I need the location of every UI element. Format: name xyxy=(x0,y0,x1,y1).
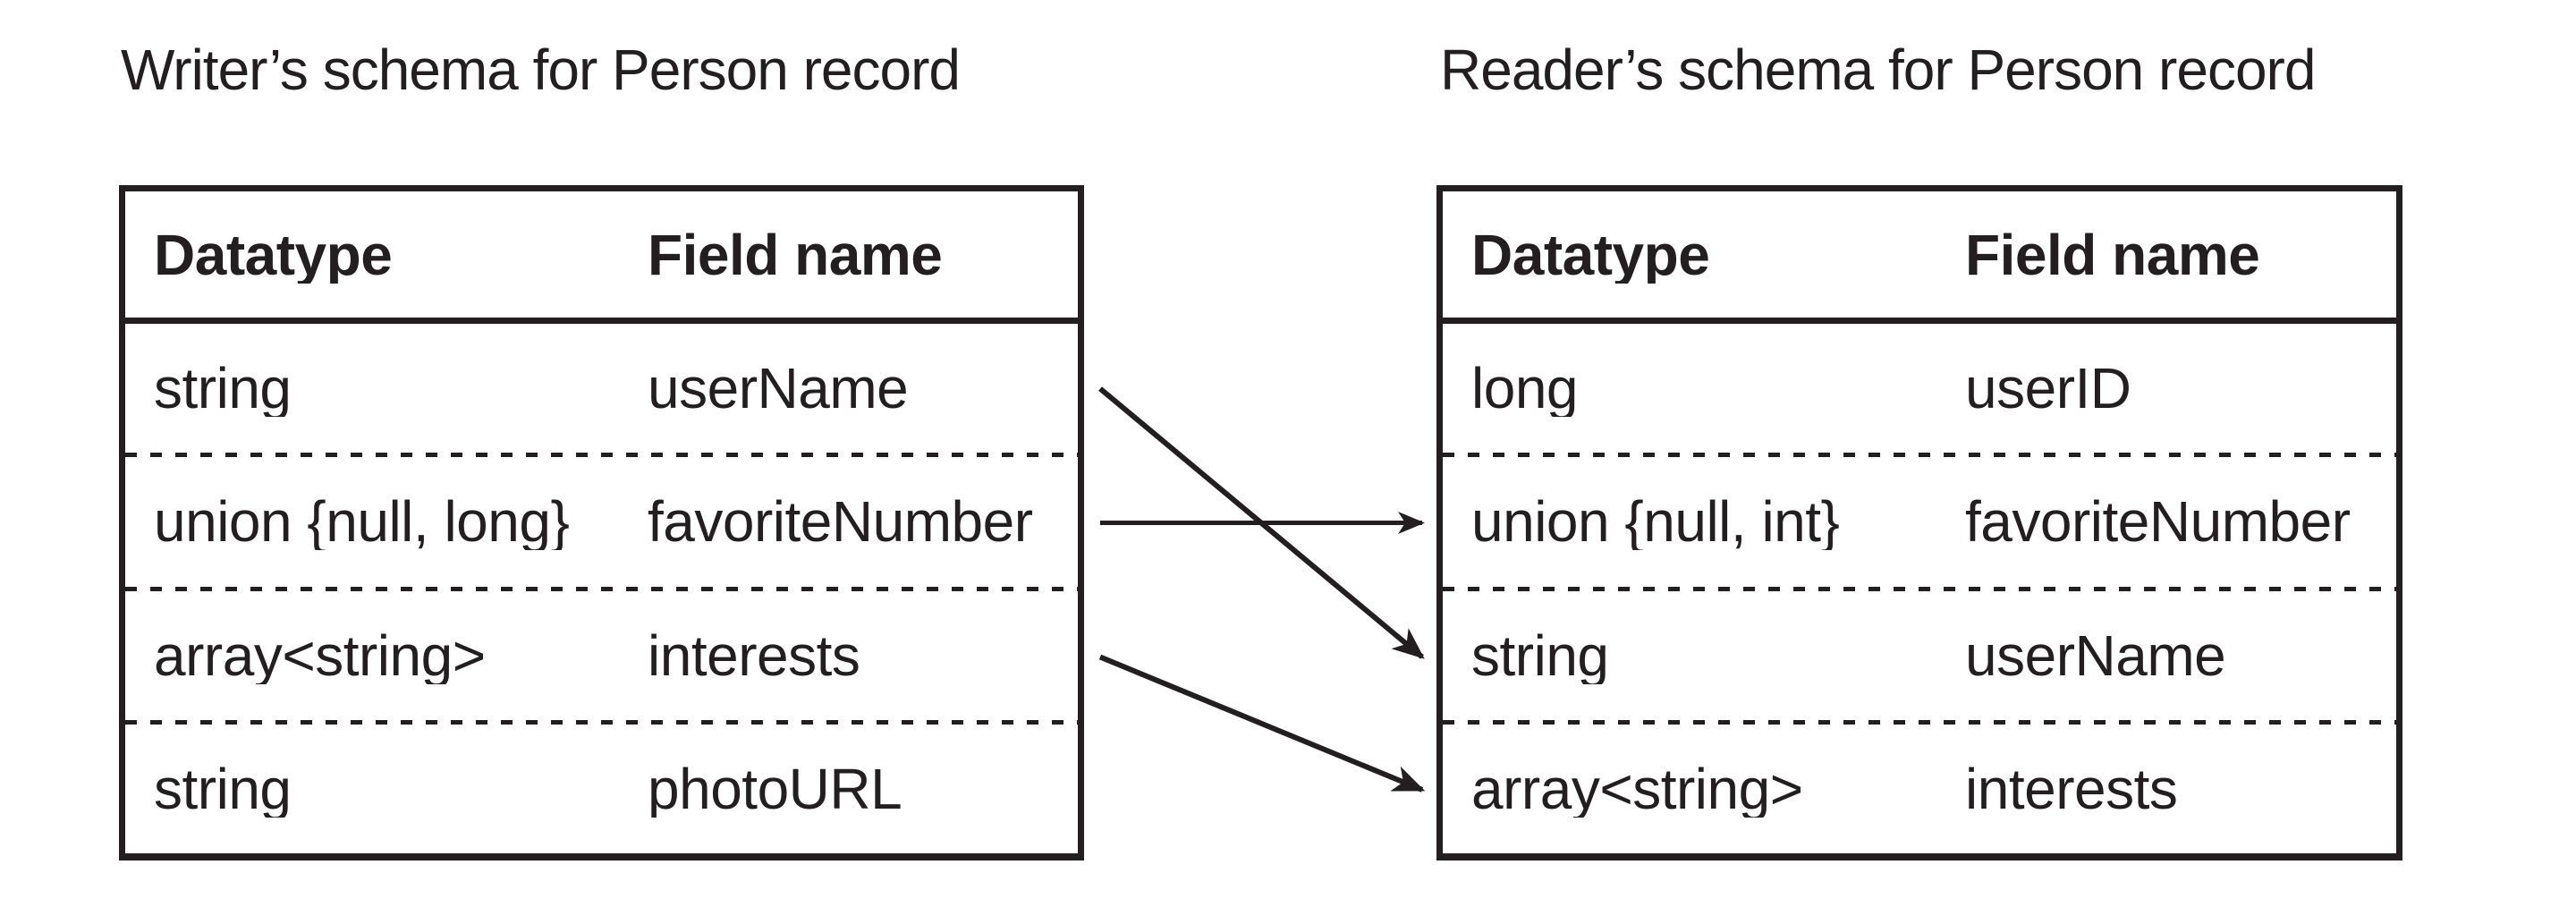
table-row-favoriteNumber: union {null, int} favoriteNumber xyxy=(1443,457,2396,586)
datatype-cell: string xyxy=(154,360,292,418)
field-name-cell: userID xyxy=(1965,360,2131,418)
field-name-cell: userName xyxy=(648,360,909,418)
datatype-cell: long xyxy=(1471,360,1579,418)
dashed-row-separator xyxy=(1443,586,2396,591)
table-row-userID: long userID xyxy=(1443,324,2396,453)
field-name-cell: interests xyxy=(648,626,860,684)
mapping-arrow-userName xyxy=(1098,386,1425,659)
field-name-cell: userName xyxy=(1965,626,2226,684)
mapping-arrow-interests xyxy=(1098,654,1426,793)
table-row-photoURL: string photoURL xyxy=(125,725,1078,853)
table-row-userName: string userName xyxy=(1443,591,2396,720)
dashed-row-separator xyxy=(1443,453,2396,458)
datatype-cell: union {null, long} xyxy=(154,493,570,551)
column-header-datatype: Datatype xyxy=(1471,225,1710,284)
field-name-cell: favoriteNumber xyxy=(648,493,1033,551)
reader-schema-table: Datatype Field name long userID union {nul… xyxy=(1436,185,2402,860)
dashed-row-separator xyxy=(125,719,1078,725)
field-name-cell: interests xyxy=(1965,759,2178,818)
dashed-row-separator xyxy=(125,453,1078,458)
column-header-field-name: Field name xyxy=(648,225,943,284)
writer-table-header: Datatype Field name xyxy=(125,191,1078,324)
dashed-row-separator xyxy=(125,586,1078,591)
table-row-interests: array<string> interests xyxy=(1443,725,2396,853)
datatype-cell: string xyxy=(154,759,292,818)
table-row-favoriteNumber: union {null, long} favoriteNumber xyxy=(125,457,1078,586)
writer-schema-title: Writer’s schema for Person record xyxy=(121,38,961,102)
table-row-userName: string userName xyxy=(125,324,1078,453)
field-name-cell: favoriteNumber xyxy=(1965,493,2351,551)
datatype-cell: string xyxy=(1471,626,1609,684)
dashed-row-separator xyxy=(1443,719,2396,725)
reader-schema-title: Reader’s schema for Person record xyxy=(1440,38,2316,102)
datatype-cell: array<string> xyxy=(1471,759,1803,818)
column-header-field-name: Field name xyxy=(1965,225,2260,284)
writer-schema-table: Datatype Field name string userName union … xyxy=(119,185,1084,860)
datatype-cell: union {null, int} xyxy=(1471,493,1840,551)
datatype-cell: array<string> xyxy=(154,626,486,684)
reader-table-body: long userID union {null, int} favoriteNumbe… xyxy=(1443,324,2396,853)
writer-table-body: string userName union {null, long} favorite… xyxy=(125,324,1078,853)
reader-table-header: Datatype Field name xyxy=(1443,191,2396,324)
field-name-cell: photoURL xyxy=(648,759,902,818)
column-header-datatype: Datatype xyxy=(154,225,393,284)
table-row-interests: array<string> interests xyxy=(125,591,1078,720)
